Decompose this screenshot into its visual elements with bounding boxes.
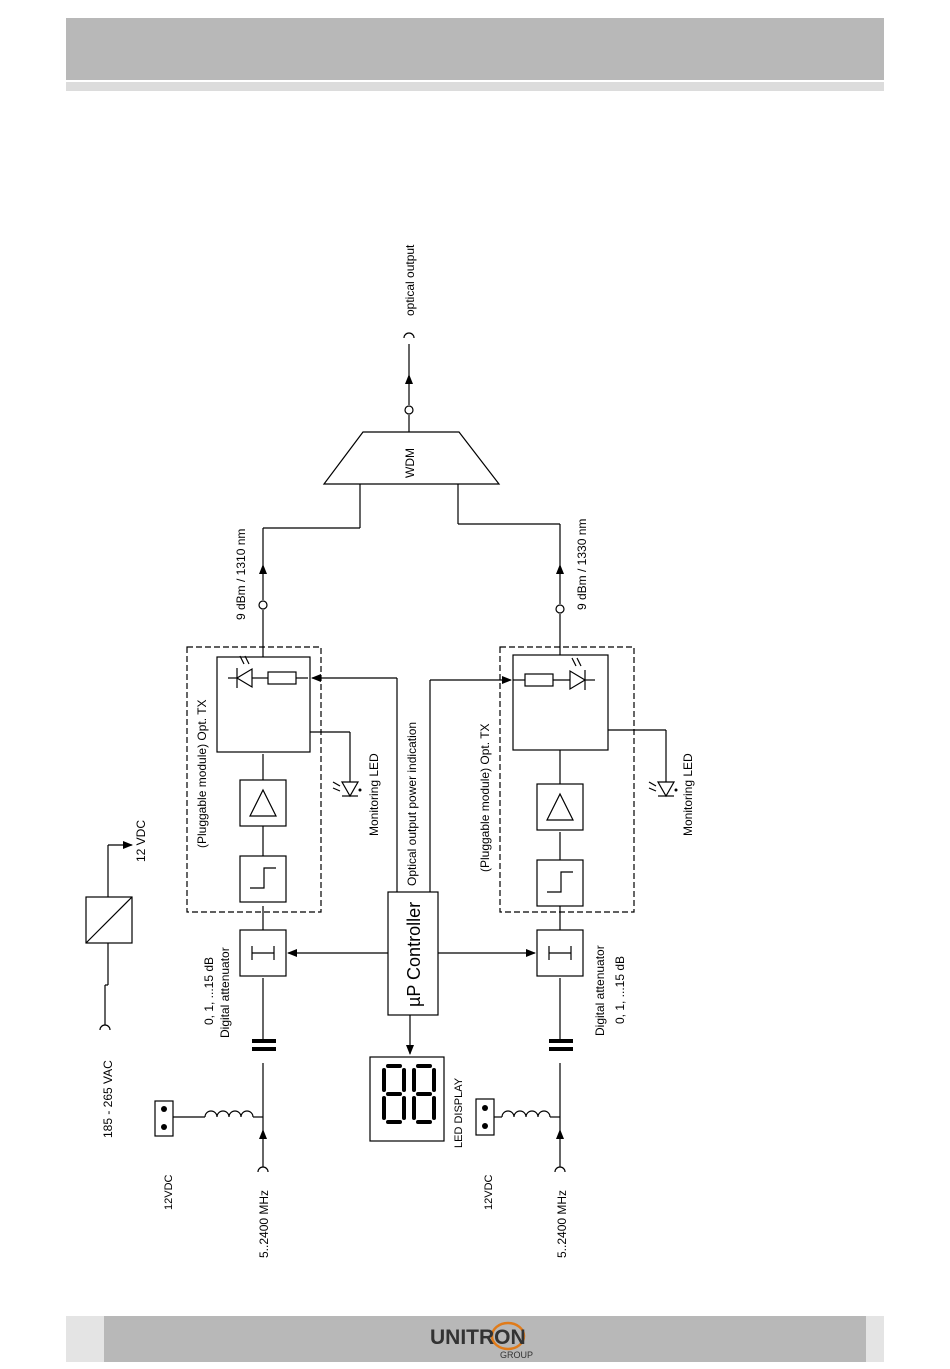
opt-tx-a (216, 656, 311, 753)
amplifier-a-icon (249, 788, 277, 817)
ac-dc-converter (85, 896, 133, 944)
rf-in-a-label: 5..2400 MHz (257, 1190, 271, 1258)
controller-group (287, 674, 536, 1142)
opt-tx-b (512, 654, 609, 751)
logo-sub: GROUP (500, 1350, 533, 1360)
module-a-label: (Pluggable module) Opt. TX (195, 699, 209, 848)
choke-a-icon (204, 1110, 254, 1118)
pluggable-module-b (499, 646, 635, 913)
rf-input-b-connector-icon (554, 1166, 566, 1173)
filter-a (239, 855, 287, 903)
output-a-label: 9 dBm / 1310 nm (234, 529, 248, 620)
power-indication-label: Optical output power indication (405, 722, 419, 886)
chain-b (457, 484, 676, 1173)
wdm (322, 431, 501, 485)
header-bar (66, 18, 884, 80)
monitoring-led-b-icon (656, 781, 676, 798)
fiber-connector-out-icon (404, 405, 414, 415)
atten-a-line2: Digital attenuator (218, 947, 232, 1038)
unitron-logo: UNITRON GROUP (430, 1321, 533, 1360)
footer-bar (104, 1316, 866, 1362)
fiber-connector-b-icon (555, 604, 565, 614)
output-b-label: 9 dBm / 1330 nm (575, 519, 589, 610)
monitor-a-label: Monitoring LED (367, 753, 381, 836)
chain-a (154, 484, 361, 1173)
dc-in-a-label: 12VDC (163, 1174, 175, 1210)
pluggable-module-a (186, 646, 322, 913)
wdm-group (322, 332, 501, 485)
dc-jumper-a (154, 1100, 174, 1137)
dc-jumper-b (475, 1098, 495, 1136)
header-strip (66, 82, 884, 91)
amplifier-b-icon (546, 792, 574, 821)
rf-in-b-label: 5..2400 MHz (555, 1190, 569, 1258)
wdm-label: WDM (403, 448, 417, 478)
amplifier-b (536, 783, 584, 831)
logo-swoosh-icon (490, 1321, 526, 1351)
footer-right-block (866, 1316, 884, 1362)
resistor-b-icon (524, 673, 554, 687)
vdc-output-label: 12 VDC (134, 820, 148, 862)
led-display (369, 1056, 445, 1142)
module-b-label: (Pluggable module) Opt. TX (478, 723, 492, 872)
monitor-b-label: Monitoring LED (681, 753, 695, 836)
controller-label: µP Controller (404, 902, 424, 1007)
atten-b-line1: Digital attenuator (593, 945, 607, 1036)
atten-b-line2: 0, 1, ...15 dB (613, 956, 627, 1024)
monitoring-led-a-icon (340, 781, 360, 798)
footer-left-block (66, 1316, 104, 1362)
rf-input-a-connector-icon (257, 1166, 269, 1173)
logo-brand: UNITRON (430, 1326, 526, 1349)
led-display-label: LED DISPLAY (453, 1077, 465, 1148)
dc-in-b-label: 12VDC (483, 1174, 495, 1210)
filter-b (536, 859, 584, 907)
optical-output-connector-icon (403, 332, 415, 339)
vac-input-label: 185 - 265 VAC (101, 1060, 115, 1138)
vac-connector-icon (99, 1024, 111, 1031)
atten-a-line1: 0, 1, ...15 dB (202, 957, 216, 1025)
fiber-connector-a-icon (258, 600, 268, 610)
amplifier-a (239, 779, 287, 827)
laser-diode-a-icon (235, 667, 253, 689)
resistor-a-icon (267, 671, 297, 685)
laser-diode-b-icon (569, 669, 587, 691)
seven-segment-digits (382, 1064, 436, 1124)
power-supply (85, 841, 133, 1031)
optical-output-label: optical output (403, 244, 417, 316)
choke-b-icon (501, 1110, 551, 1118)
